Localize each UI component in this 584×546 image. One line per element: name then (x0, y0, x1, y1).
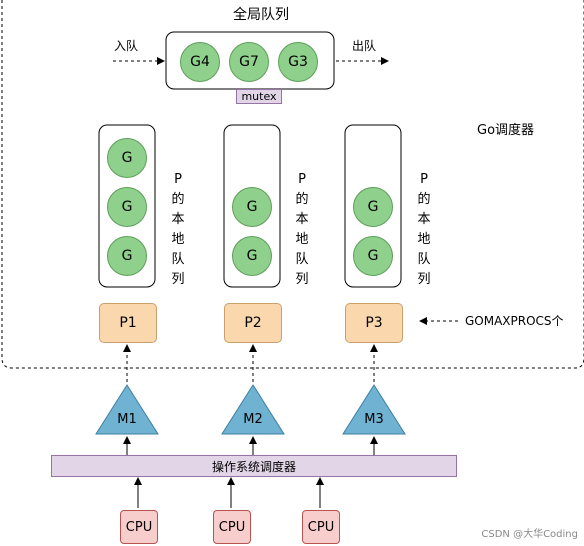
local-queue-label-char: 的 (171, 192, 185, 207)
global-queue-title: 全局队列 (233, 7, 289, 23)
local-queue-label-char: 本 (295, 212, 309, 227)
mutex-badge: mutex (236, 89, 282, 104)
gomaxprocs-label: GOMAXPROCS个 (465, 314, 564, 328)
local-queue-label-char: 本 (171, 212, 185, 227)
processor-p2: P2 (224, 303, 282, 343)
local-queue-label-char: 列 (171, 272, 185, 287)
os-scheduler-bar: 操作系统调度器 (51, 455, 457, 477)
local-queue-label-char: 的 (295, 192, 309, 207)
p2-goroutine: G (232, 236, 272, 276)
enqueue-label: 入队 (114, 39, 139, 53)
cpu-3: CPU (302, 510, 340, 544)
global-goroutine-g7: G7 (229, 42, 269, 82)
p3-goroutine: G (353, 187, 393, 227)
processor-p1: P1 (99, 303, 157, 343)
local-queue-label-char: 的 (417, 192, 431, 207)
local-queue-label-char: P (298, 172, 306, 187)
watermark: CSDN @大华Coding (481, 529, 578, 540)
local-queue-label-char: 地 (417, 232, 431, 247)
local-queue-label-char: 队 (295, 252, 309, 267)
machine-m1-shape (95, 384, 159, 435)
local-queue-label-char: 列 (295, 272, 309, 287)
p1-goroutine: G (107, 138, 147, 178)
machine-m1-label: M1 (117, 412, 137, 427)
machine-m3-label: M3 (364, 412, 384, 427)
go-scheduler-label: Go调度器 (477, 123, 535, 138)
p1-goroutine: G (107, 236, 147, 276)
local-queue-label-char: 地 (295, 232, 309, 247)
machine-m3-shape (342, 384, 406, 435)
local-queue-label-char: P (420, 172, 428, 187)
cpu-1: CPU (120, 510, 158, 544)
p1-goroutine: G (107, 187, 147, 227)
local-queue-label-char: 队 (171, 252, 185, 267)
global-goroutine-g3: G3 (278, 42, 318, 82)
p3-goroutine: G (353, 236, 393, 276)
p2-goroutine: G (232, 187, 272, 227)
local-queue-label-char: 列 (417, 272, 431, 287)
local-queue-label-char: 本 (417, 212, 431, 227)
processor-p3: P3 (345, 303, 403, 343)
global-goroutine-g4: G4 (180, 42, 220, 82)
local-queue-label-char: 队 (417, 252, 431, 267)
local-queue-label-char: P (174, 172, 182, 187)
cpu-2: CPU (213, 510, 251, 544)
machine-m2-shape (221, 384, 285, 435)
dequeue-label: 出队 (352, 39, 377, 53)
local-queue-label-char: 地 (171, 232, 185, 247)
machine-m2-label: M2 (243, 412, 263, 427)
